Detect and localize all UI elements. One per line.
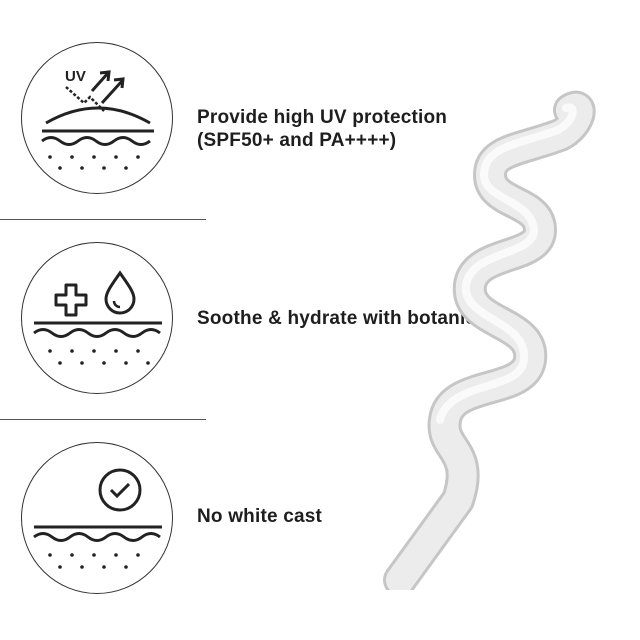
check-circle-icon (98, 468, 142, 512)
feature-uv-protection: Provide high UV protection (SPF50+ and P… (197, 106, 447, 152)
uv-label: UV (65, 68, 86, 85)
divider (0, 419, 206, 420)
feature-text-line1: Soothe & hydrate with botanicals (197, 308, 504, 329)
feature-text-line1: Provide high UV protection (197, 107, 448, 128)
feature-text-line1: No white cast (197, 506, 323, 527)
feature-soothe-hydrate: Soothe & hydrate with botanicals (197, 307, 503, 330)
feature-text-line2: (SPF50+ and PA++++) (197, 130, 397, 151)
sunscreen-cream-swatch (383, 90, 596, 590)
feature-no-white-cast: No white cast (197, 505, 322, 528)
no-white-cast-icon (21, 442, 173, 594)
divider (0, 219, 206, 220)
soothe-hydrate-icon (21, 242, 173, 394)
uv-protection-icon: UV (21, 42, 173, 194)
